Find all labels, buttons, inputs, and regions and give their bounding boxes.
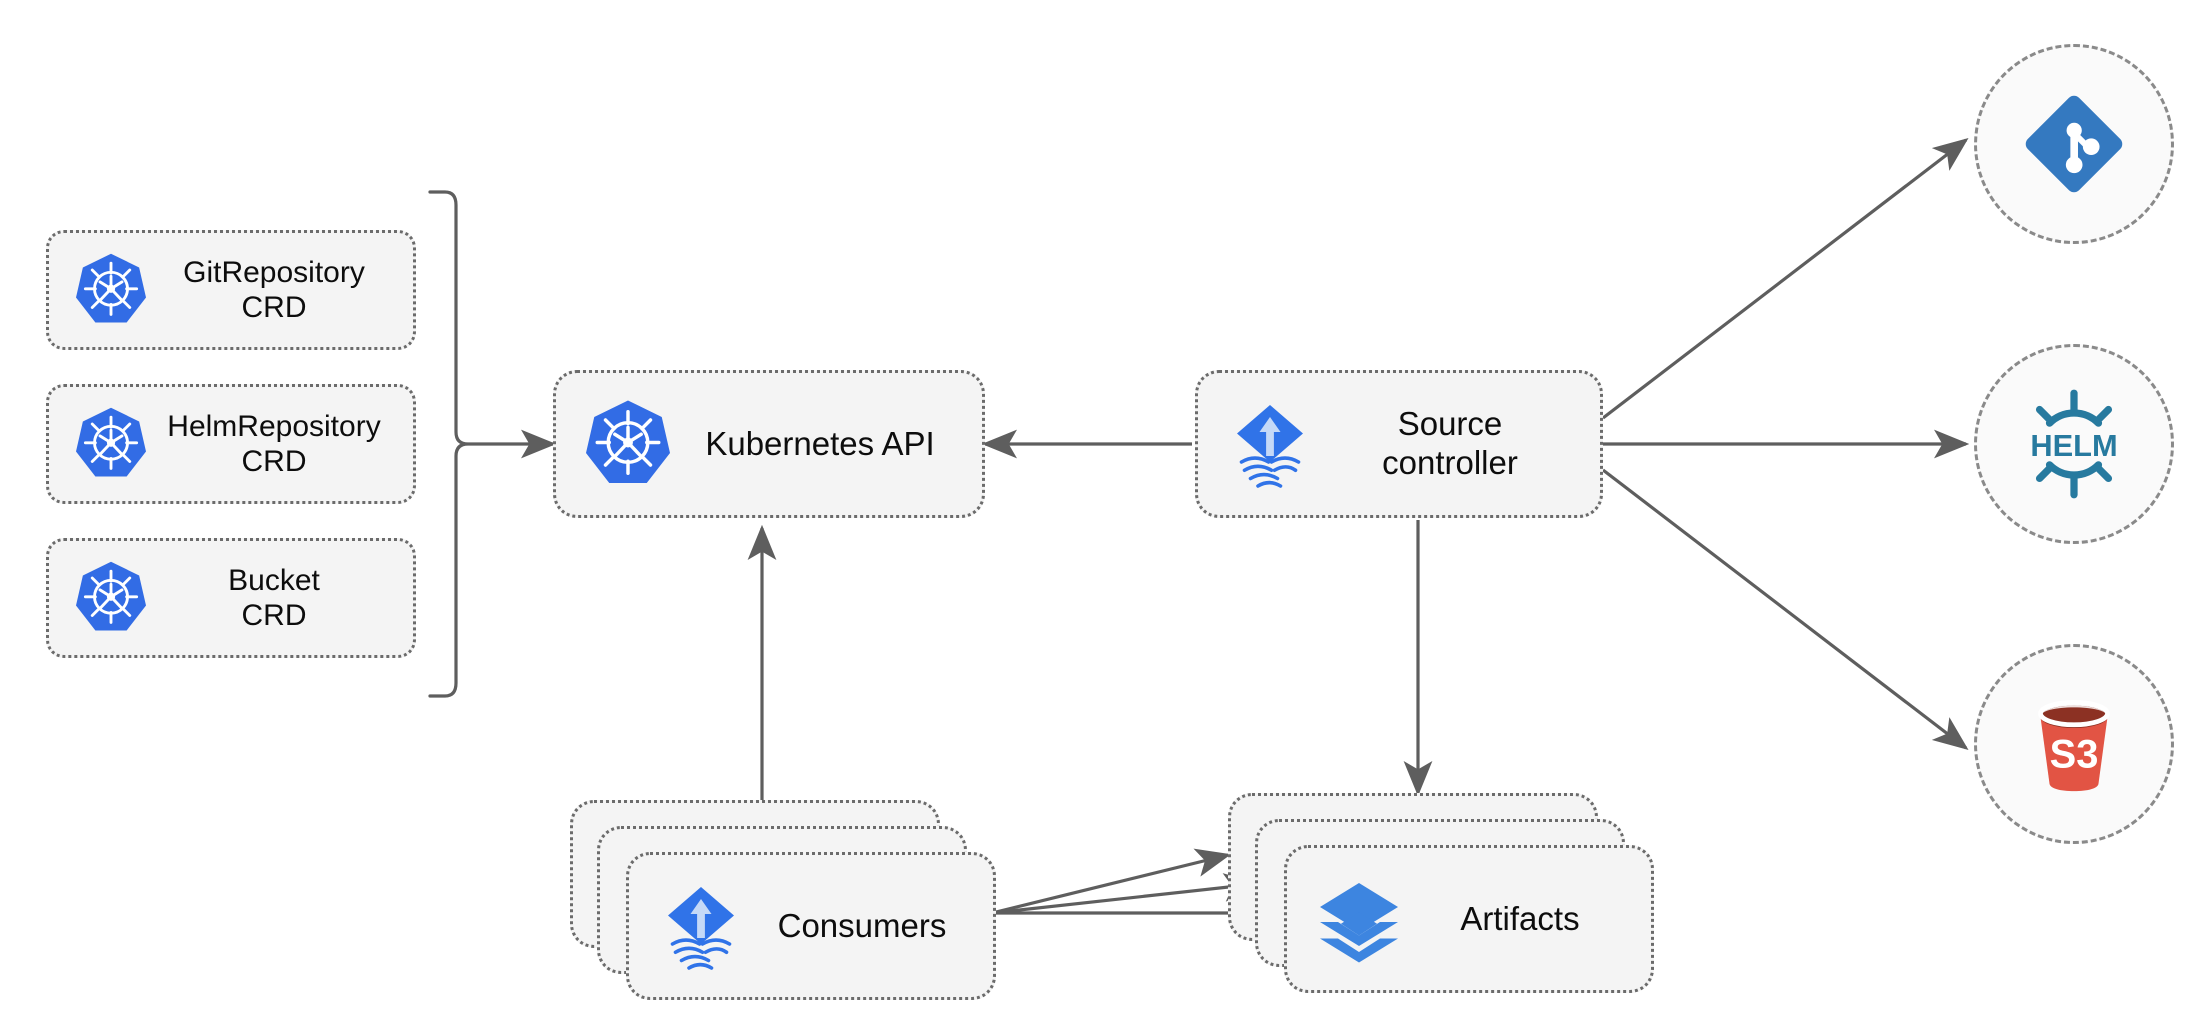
consumers-box[interactable]: Consumers: [626, 852, 996, 1000]
crd-box-helmrepository[interactable]: HelmRepository CRD: [46, 384, 416, 504]
artifacts-box[interactable]: Artifacts: [1284, 845, 1654, 993]
target-circle-helm[interactable]: HELM: [1974, 344, 2174, 544]
crd-label: GitRepository CRD: [183, 255, 365, 324]
crd-label: Bucket CRD: [228, 563, 320, 632]
source-controller-box[interactable]: Source controller: [1195, 370, 1603, 518]
target-circle-git[interactable]: [1974, 44, 2174, 244]
crd-box-gitrepository[interactable]: GitRepository CRD: [46, 230, 416, 350]
edge-source-controller-to-git: [1602, 138, 1969, 420]
source-controller-label: Source controller: [1382, 405, 1518, 481]
artifacts-label: Artifacts: [1460, 900, 1580, 937]
kubernetes-icon: [71, 404, 151, 484]
s3-label: S3: [2050, 733, 2099, 777]
crd-group-bracket: [428, 190, 469, 698]
helm-label: HELM: [2030, 428, 2117, 463]
kubernetes-icon: [71, 558, 151, 638]
kubernetes-icon: [71, 250, 151, 330]
layers-icon: [1311, 871, 1407, 967]
crd-box-bucket[interactable]: Bucket CRD: [46, 538, 416, 658]
flux-icon: [653, 878, 749, 974]
s3-bucket-icon: S3: [2016, 686, 2132, 802]
git-icon: [2016, 86, 2132, 202]
crd-label: HelmRepository CRD: [167, 409, 381, 478]
flux-icon: [1222, 396, 1318, 492]
target-circle-s3[interactable]: S3: [1974, 644, 2174, 844]
kubernetes-api-box[interactable]: Kubernetes API: [553, 370, 985, 518]
kubernetes-api-label: Kubernetes API: [705, 424, 935, 462]
edge-consumers-to-artifacts-1: [991, 848, 1232, 915]
kubernetes-icon: [580, 396, 676, 492]
consumers-label: Consumers: [777, 907, 947, 944]
edge-source-controller-to-s3: [1602, 468, 1969, 750]
helm-icon: HELM: [2016, 386, 2132, 502]
edge-consumers-to-artifacts-2: [991, 873, 1260, 915]
